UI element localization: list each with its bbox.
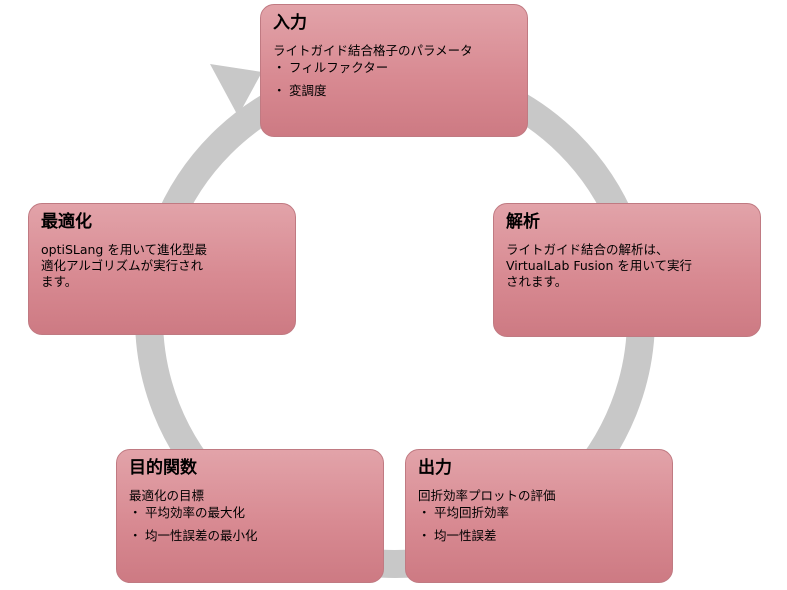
node-objective-line: 最適化の目標 xyxy=(129,488,205,503)
node-output-line: 回折効率プロットの評価 xyxy=(418,488,556,503)
bullet-mark: ・ xyxy=(418,505,431,520)
node-optimize-line: 適化アルゴリズムが実行され xyxy=(41,258,204,273)
node-objective-bullet: ・平均効率の最大化 xyxy=(129,505,246,520)
node-output-bullets: ・平均回折効率 ・均一性誤差 xyxy=(418,505,660,544)
node-output-bullet: ・平均回折効率 xyxy=(418,505,510,520)
node-output-title: 出力 xyxy=(418,458,452,478)
ring-arrowhead xyxy=(210,64,262,116)
node-optimize: 最適化 optiSLang を用いて進化型最 適化アルゴリズムが実行され ます。 xyxy=(28,203,296,335)
node-analysis-title: 解析 xyxy=(506,212,540,232)
node-objective: 目的関数 最適化の目標 ・平均効率の最大化 ・均一性誤差の最小化 xyxy=(116,449,384,583)
node-analysis-line: ライトガイド結合の解析は、 xyxy=(506,242,669,257)
node-analysis-line: VirtualLab Fusion を用いて実行 xyxy=(506,258,692,273)
node-input-bullets: ・フィルファクター ・変調度 xyxy=(273,60,515,99)
bullet-mark: ・ xyxy=(273,60,286,75)
node-objective-title: 目的関数 xyxy=(129,458,197,478)
node-input-line: ライトガイド結合格子のパラメータ xyxy=(273,43,473,58)
node-input: 入力 ライトガイド結合格子のパラメータ ・フィルファクター ・変調度 xyxy=(260,4,528,137)
node-input-bullet: ・フィルファクター xyxy=(273,60,389,75)
bullet-mark: ・ xyxy=(129,505,142,520)
bullet-mark: ・ xyxy=(418,528,431,543)
node-input-bullet: ・変調度 xyxy=(273,83,327,98)
node-output: 出力 回折効率プロットの評価 ・平均回折効率 ・均一性誤差 xyxy=(405,449,673,583)
node-output-bullet: ・均一性誤差 xyxy=(418,528,497,543)
node-optimize-line: optiSLang を用いて進化型最 xyxy=(41,242,207,257)
node-input-title: 入力 xyxy=(273,13,307,33)
node-objective-bullet: ・均一性誤差の最小化 xyxy=(129,528,258,543)
node-optimize-title: 最適化 xyxy=(41,212,92,232)
bullet-mark: ・ xyxy=(273,83,286,98)
node-optimize-line: ます。 xyxy=(41,274,78,289)
node-objective-bullets: ・平均効率の最大化 ・均一性誤差の最小化 xyxy=(129,505,371,544)
node-analysis-line: されます。 xyxy=(506,274,568,289)
bullet-mark: ・ xyxy=(129,528,142,543)
node-analysis: 解析 ライトガイド結合の解析は、 VirtualLab Fusion を用いて実… xyxy=(493,203,761,337)
